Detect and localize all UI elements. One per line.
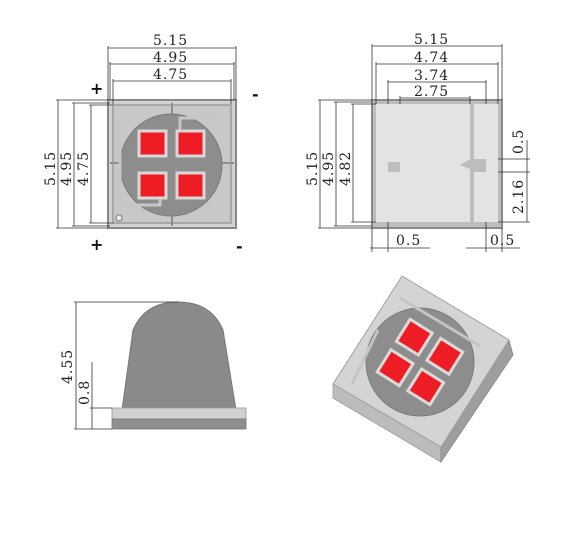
iso-dome — [365, 307, 475, 417]
side-dome — [121, 301, 237, 411]
side-height-dimensions: 4.55 0.8 — [60, 301, 178, 430]
polarity-plus-top: + — [90, 79, 103, 98]
top-height-dim-1: 5.15 — [43, 151, 59, 186]
left-pad-upper — [388, 104, 400, 162]
bottom-width-dim-3: 3.74 — [414, 68, 449, 84]
side-base — [111, 418, 247, 430]
lower-dim-left: 0.5 — [396, 233, 421, 249]
side-view: 4.55 0.8 — [60, 301, 247, 430]
top-height-dimensions: 5.15 4.95 4.75 — [43, 99, 113, 229]
top-width-dim-2: 4.95 — [153, 50, 188, 66]
emitter-chip-1 — [137, 129, 168, 158]
side-substrate — [111, 407, 247, 420]
isometric-view — [332, 275, 514, 464]
top-height-dim-3: 4.75 — [76, 151, 92, 186]
right-pad-lower — [474, 172, 486, 222]
side-height-dim-base: 0.8 — [77, 380, 93, 405]
iso-emitter-4 — [405, 366, 446, 407]
right-pad-bar — [486, 104, 498, 222]
top-width-dimensions: 5.15 4.95 4.75 — [107, 33, 237, 104]
polarity-minus-bottom: - — [236, 237, 243, 256]
iso-emitter-3 — [375, 347, 416, 388]
side-height-dim-total: 4.55 — [60, 349, 76, 384]
bottom-height-dimensions: 5.15 4.95 4.82 — [305, 99, 376, 229]
right-pad-upper — [474, 104, 486, 159]
polarity-dot — [115, 214, 123, 222]
iso-emitter-1 — [394, 317, 435, 358]
top-view: + - + - 5.15 4.95 4.75 — [43, 33, 259, 256]
bottom-lower-dimensions: 0.5 0.5 — [370, 222, 520, 252]
iso-frame-line-2 — [350, 329, 380, 385]
bottom-width-dim-2: 4.74 — [414, 50, 449, 66]
bottom-height-dim-2: 4.95 — [321, 151, 337, 186]
bottom-height-dim-1: 5.15 — [305, 151, 321, 186]
right-dim-pad-length: 2.16 — [511, 179, 527, 214]
emitter-chip-4 — [175, 171, 206, 200]
left-pad-bar — [376, 104, 388, 222]
top-width-dim-3: 4.75 — [153, 67, 188, 83]
thermal-pad — [400, 104, 470, 222]
polarity-minus-top: - — [252, 85, 259, 104]
lens-dome — [119, 113, 223, 217]
polarity-notch — [460, 158, 472, 170]
iso-frame-line-1 — [399, 296, 481, 348]
top-width-dim-1: 5.15 — [153, 33, 188, 49]
bottom-width-dim-4: 2.75 — [414, 84, 449, 100]
lower-dim-right: 0.5 — [490, 233, 515, 249]
polarity-plus-bottom: + — [90, 235, 103, 254]
bottom-right-dimensions: 0.5 2.16 — [498, 129, 530, 223]
emitter-chip-3 — [137, 171, 168, 200]
right-dim-pad-gap: 0.5 — [511, 129, 527, 154]
bottom-height-dim-3: 4.82 — [338, 151, 354, 186]
bottom-width-dim-1: 5.15 — [414, 32, 449, 48]
left-pad-lower — [388, 172, 400, 222]
top-height-dim-2: 4.95 — [59, 151, 75, 186]
bottom-view: 5.15 4.74 3.74 2.75 5.15 4.95 4.82 0.5 — [305, 32, 530, 252]
iso-emitter-2 — [424, 336, 465, 377]
bottom-width-dimensions: 5.15 4.74 3.74 2.75 — [371, 32, 503, 104]
emitter-chip-2 — [175, 129, 206, 158]
